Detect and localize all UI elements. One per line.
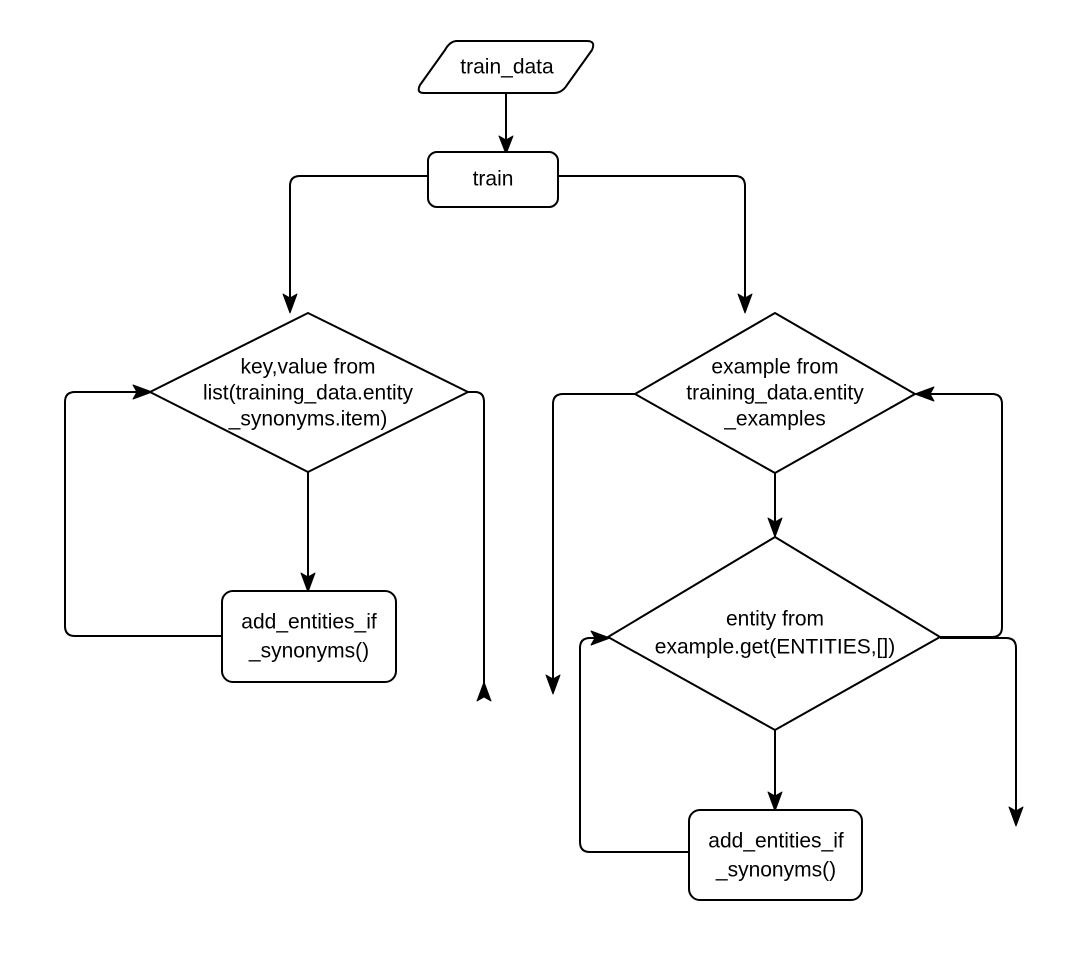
add-entities-left-line2: _synonyms() [248, 640, 369, 663]
add-entities-right-rect [688, 809, 863, 901]
train-rect [427, 151, 559, 208]
loop-synonyms-line1: key,value from [241, 356, 376, 379]
node-train[interactable]: train [427, 151, 559, 208]
train-data-label: train_data [460, 56, 554, 79]
edge-train-to-loop-synonyms [282, 175, 428, 314]
node-loop-entities[interactable]: entity from example.get(ENTITIES,[]) [607, 536, 941, 731]
loop-entities-line1: entity from [726, 608, 824, 631]
loop-examples-line3: _examples [723, 408, 826, 431]
edge-train_data-to-train [498, 93, 514, 155]
node-train-data[interactable]: train_data [417, 40, 595, 94]
edge-loop-entities-back-to-loop-examples [914, 386, 1003, 638]
add-entities-left-line1: add_entities_if [241, 611, 377, 634]
add-entities-left-rect [221, 590, 397, 683]
node-add-entities-right[interactable]: add_entities_if _synonyms() [688, 809, 863, 901]
edge-loop-examples-to-loop-entities [767, 473, 783, 538]
edge-add-entities-left-back-to-loop-synonyms [64, 384, 222, 637]
loop-examples-diamond [634, 312, 916, 474]
edge-train-to-loop-examples [558, 175, 753, 314]
edge-loop-entities-to-add-entities-right [767, 730, 783, 812]
loop-synonyms-diamond [149, 312, 469, 473]
edge-loop-synonyms-exit [468, 391, 492, 702]
add-entities-right-line1: add_entities_if [708, 830, 844, 853]
edge-add-entities-right-back-to-loop-entities [579, 630, 689, 853]
edge-loop-synonyms-to-add-entities-left [300, 472, 316, 593]
node-loop-examples[interactable]: example from training_data.entity _examp… [634, 312, 916, 474]
node-loop-synonyms[interactable]: key,value from list(training_data.entity… [149, 312, 469, 473]
node-add-entities-left[interactable]: add_entities_if _synonyms() [221, 590, 397, 683]
loop-synonyms-line2: list(training_data.entity [203, 382, 414, 405]
train-label: train [473, 168, 514, 191]
add-entities-right-line2: _synonyms() [715, 859, 836, 882]
loop-synonyms-line3: _synonyms.item) [228, 408, 388, 431]
loop-examples-line1: example from [711, 356, 838, 379]
loop-entities-line2: example.get(ENTITIES,[]) [655, 636, 895, 659]
edge-loop-examples-exit [545, 393, 635, 695]
edge-loop-entities-exit [940, 637, 1024, 827]
train-data-parallelogram [417, 40, 595, 94]
loop-entities-diamond [607, 536, 941, 731]
loop-examples-line2: training_data.entity [686, 382, 864, 405]
